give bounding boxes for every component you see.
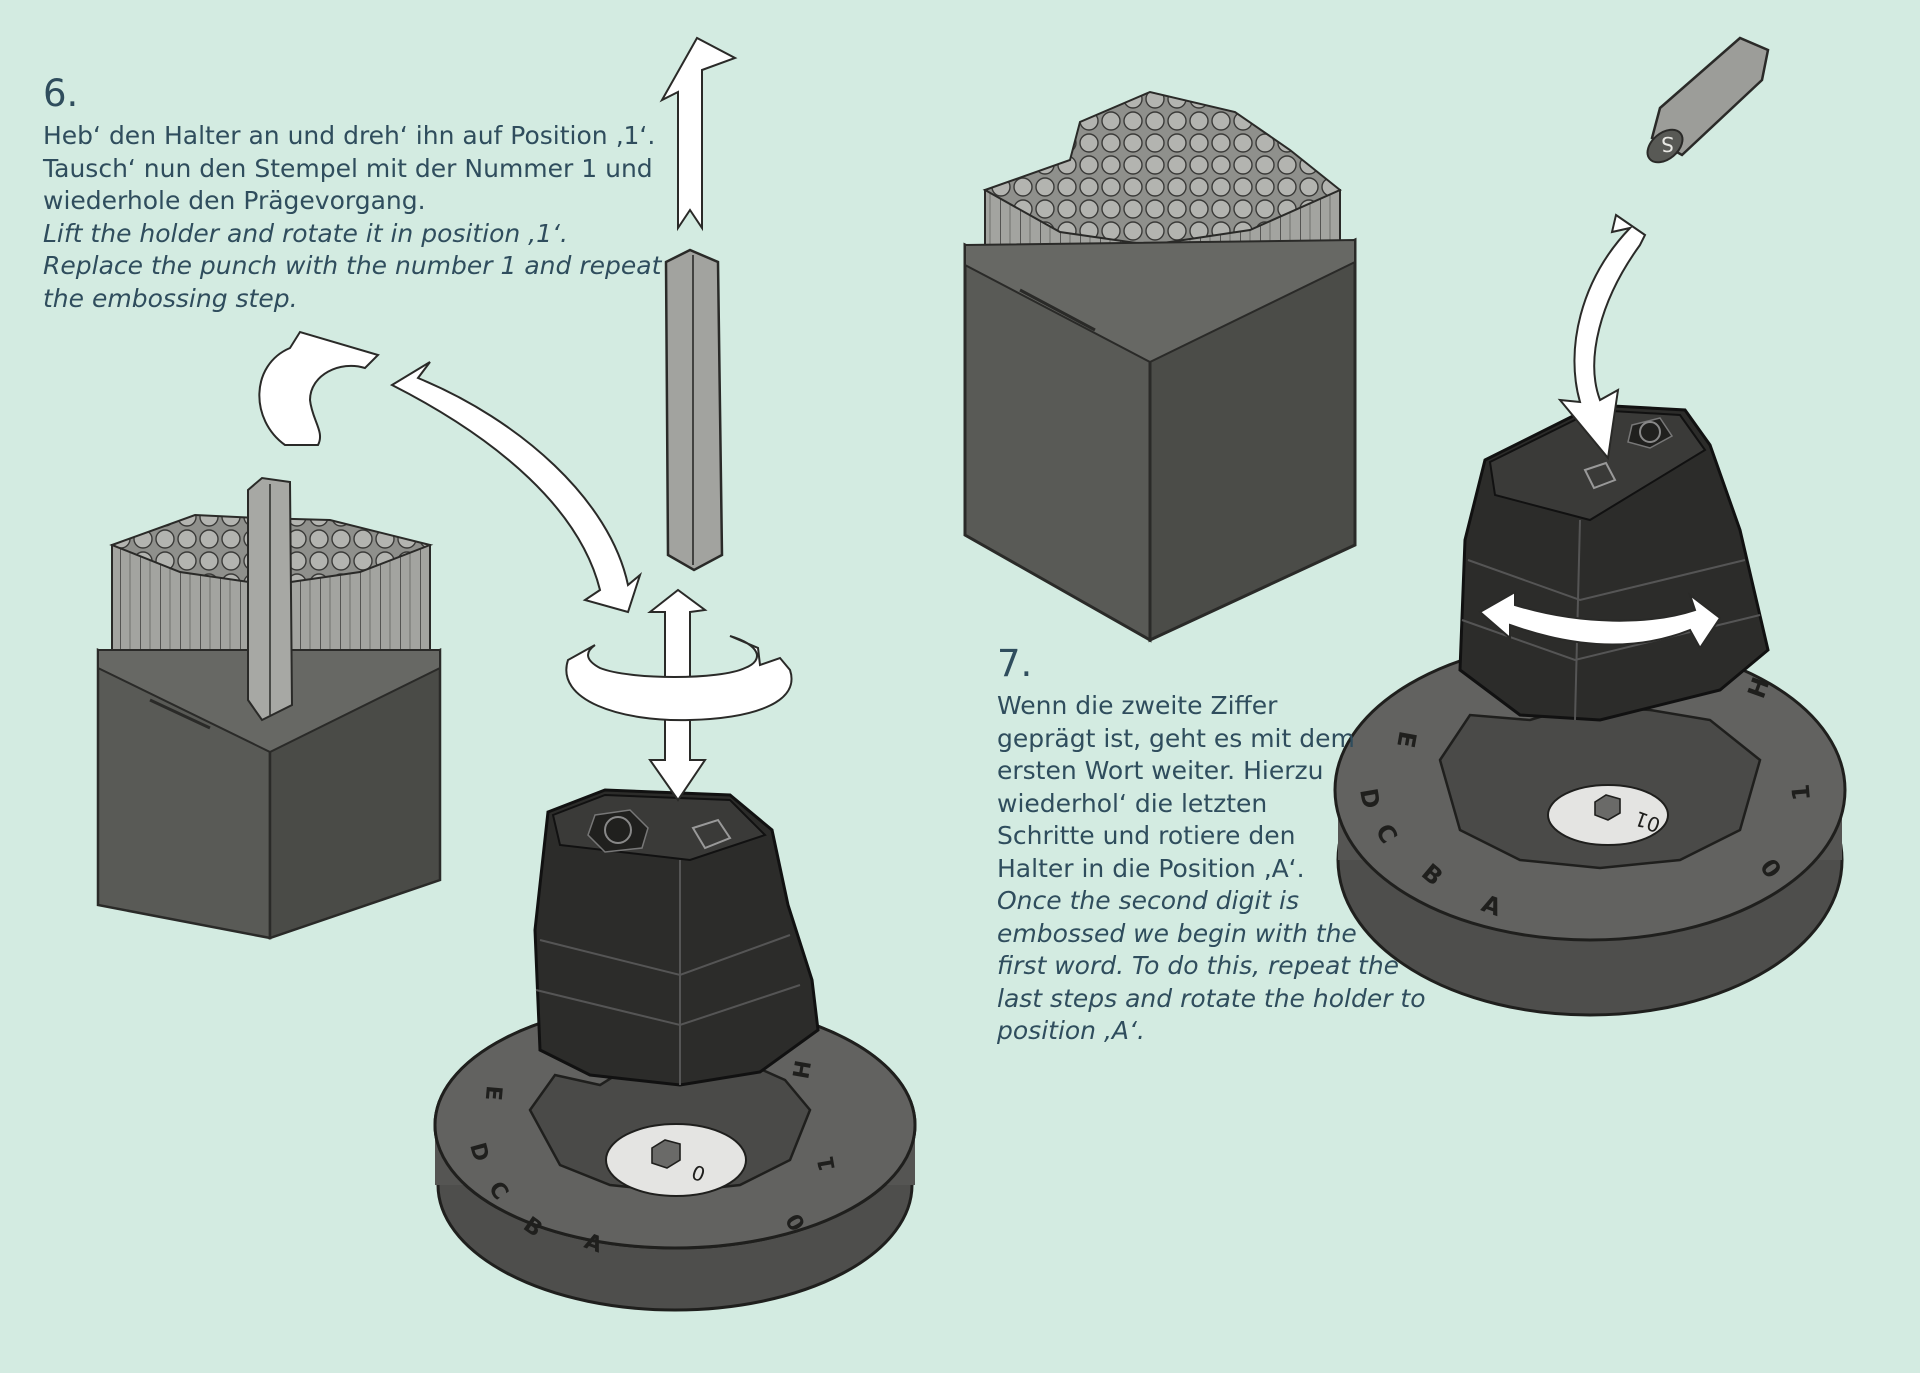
right-punch-box [963, 90, 1357, 643]
step-6-instructions: 6. Heb‘ den Halter an und dreh‘ ihn auf … [43, 72, 661, 315]
step-6-german-line-3: wiederhole den Prägevorgang. [43, 186, 426, 215]
step-7-german-line-3: ersten Wort weiter. Hierzu [997, 756, 1324, 785]
step-number: 7. [997, 642, 1033, 685]
rotate-arrow-right-icon [1478, 590, 1722, 650]
step-7-german-line-5: Schritte und rotiere den [997, 821, 1296, 850]
step-6-german-line-1: Heb‘ den Halter an und dreh‘ ihn auf Pos… [43, 121, 656, 150]
step-7-german-line-4: wiederhol‘ die letzten [997, 788, 1268, 818]
up-arrow-icon [659, 36, 738, 232]
step-7-german-line-6: Halter in die Position ‚A‘. [997, 853, 1305, 883]
right-holder [1458, 403, 1770, 722]
lifted-punch [664, 248, 724, 572]
step-7-english-line-4: last steps and rotate the holder to [997, 983, 1426, 1013]
down-arrow-icon [1557, 213, 1647, 461]
falling-punch: S [1646, 36, 1770, 164]
right-dial-label: 1 [1787, 783, 1816, 802]
curved-arrow-small-icon [258, 330, 380, 446]
left-dial-label: 1 [814, 1154, 841, 1173]
step-6-german-line-2: Tausch‘ nun den Stempel mit der Nummer 1… [43, 153, 653, 183]
step-7-english-line-5: position ‚A‘. [997, 1016, 1145, 1045]
step-7-german-line-2: geprägt ist, geht es mit dem [997, 723, 1355, 753]
right-dial-label: D [1354, 786, 1385, 810]
left-dial-label: H [789, 1059, 817, 1081]
step-7-instructions: 7. Wenn die zweite Ziffer geprägt ist, g… [997, 642, 1426, 1048]
step-6-english-line-1: Lift the holder and rotate it in positio… [43, 218, 568, 248]
left-punch-box [96, 476, 442, 940]
step-number: 6. [43, 72, 79, 115]
left-dial-label: E [480, 1084, 506, 1101]
step-6-english-line-2: Replace the punch with the number 1 and … [43, 251, 662, 280]
falling-punch-letter: S [1661, 132, 1674, 156]
rotate-ring-icon [565, 635, 793, 722]
step-7-english-line-2: embossed we begin with the [997, 918, 1357, 948]
arrows [258, 36, 1722, 802]
left-holder [533, 788, 820, 1087]
step-7-german-line-1: Wenn die zweite Ziffer [997, 691, 1278, 720]
right-dial-label: E [1391, 729, 1421, 750]
step-7-english-line-3: first word. To do this, repeat the [997, 951, 1400, 980]
step-7-english-line-1: Once the second digit is [997, 886, 1300, 915]
curved-arrow-large-icon [389, 361, 643, 614]
step-6-english-line-3: the embossing step. [43, 283, 298, 313]
